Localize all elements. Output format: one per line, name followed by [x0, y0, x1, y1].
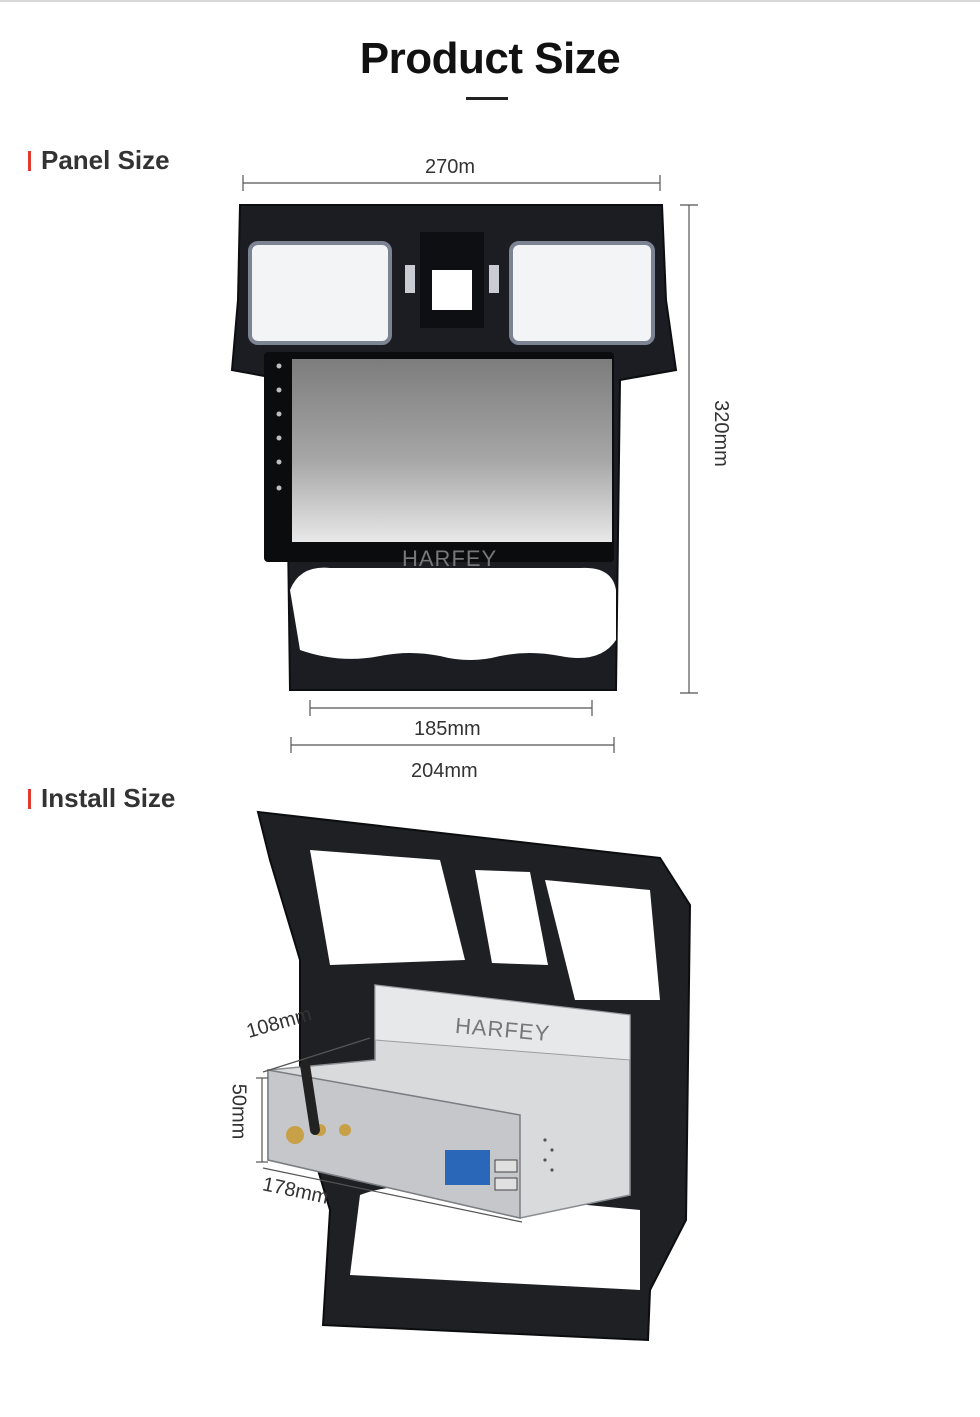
install-frame-illustration: [256, 810, 692, 1342]
top-divider: [0, 0, 980, 2]
panel-dimension-lines: [242, 175, 698, 753]
install-height: 50mm: [227, 1083, 250, 1140]
panel-bottom-width: 204mm: [411, 760, 478, 782]
panel-height: 320mm: [709, 400, 732, 467]
panel-top-width: 270m: [425, 156, 476, 178]
title-underline: [466, 97, 508, 100]
page-title: Product Size: [359, 34, 621, 83]
accent-mark: [28, 151, 31, 171]
install-dimension-lines: [256, 1037, 523, 1223]
radio-panel-front: [230, 204, 678, 691]
panel-screen-width: 185mm: [414, 718, 481, 740]
panel-size-label: Panel Size: [41, 145, 170, 175]
panel-size-heading: Panel Size: [28, 145, 170, 176]
install-size-heading: Install Size: [28, 783, 175, 814]
accent-mark: [28, 789, 31, 809]
install-size-label: Install Size: [41, 783, 176, 813]
panel-brand-text: HARFEY: [402, 546, 498, 571]
